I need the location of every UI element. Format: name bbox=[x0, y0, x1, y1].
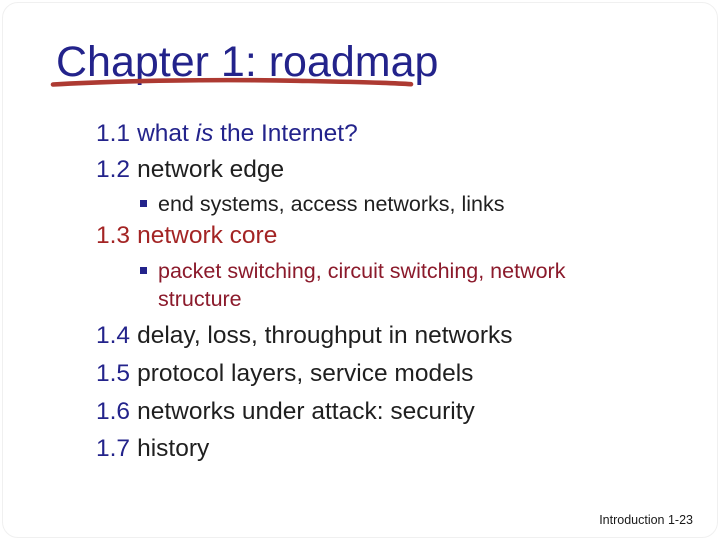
section-number: 1.5 bbox=[96, 360, 131, 387]
section-text: the Internet? bbox=[213, 120, 358, 147]
square-bullet-icon bbox=[140, 200, 147, 207]
section-number: 1.4 bbox=[96, 322, 131, 349]
section-text: history bbox=[137, 435, 210, 462]
section-text: network edge bbox=[137, 156, 285, 183]
section-text: what bbox=[137, 120, 196, 147]
section-text: networks under attack: security bbox=[137, 398, 475, 425]
section-number: 1.1 bbox=[96, 120, 131, 147]
footer-page-label: Introduction 1-23 bbox=[599, 513, 693, 527]
section-text: protocol layers, service models bbox=[137, 360, 474, 387]
square-bullet-icon bbox=[140, 267, 147, 274]
subitem-text-line2: structure bbox=[158, 287, 242, 311]
section-number: 1.3 bbox=[96, 222, 131, 249]
section-number: 1.7 bbox=[96, 435, 131, 462]
section-text: network core bbox=[137, 222, 278, 249]
section-number: 1.6 bbox=[96, 398, 131, 425]
subitem-text-line1: packet switching, circuit switching, net… bbox=[158, 259, 566, 283]
subitem-text: end systems, access networks, links bbox=[158, 192, 505, 216]
title-underline-icon bbox=[50, 77, 414, 87]
toc-subitem-packet-switching: packet switching, circuit switching, net… bbox=[140, 257, 565, 313]
toc-subitem-end-systems: end systems, access networks, links bbox=[140, 190, 505, 218]
slide-title: Chapter 1: roadmap bbox=[56, 38, 439, 86]
section-text: delay, loss, throughput in networks bbox=[137, 322, 513, 349]
section-number: 1.2 bbox=[96, 156, 131, 183]
section-text-emphasis: is bbox=[195, 120, 214, 147]
